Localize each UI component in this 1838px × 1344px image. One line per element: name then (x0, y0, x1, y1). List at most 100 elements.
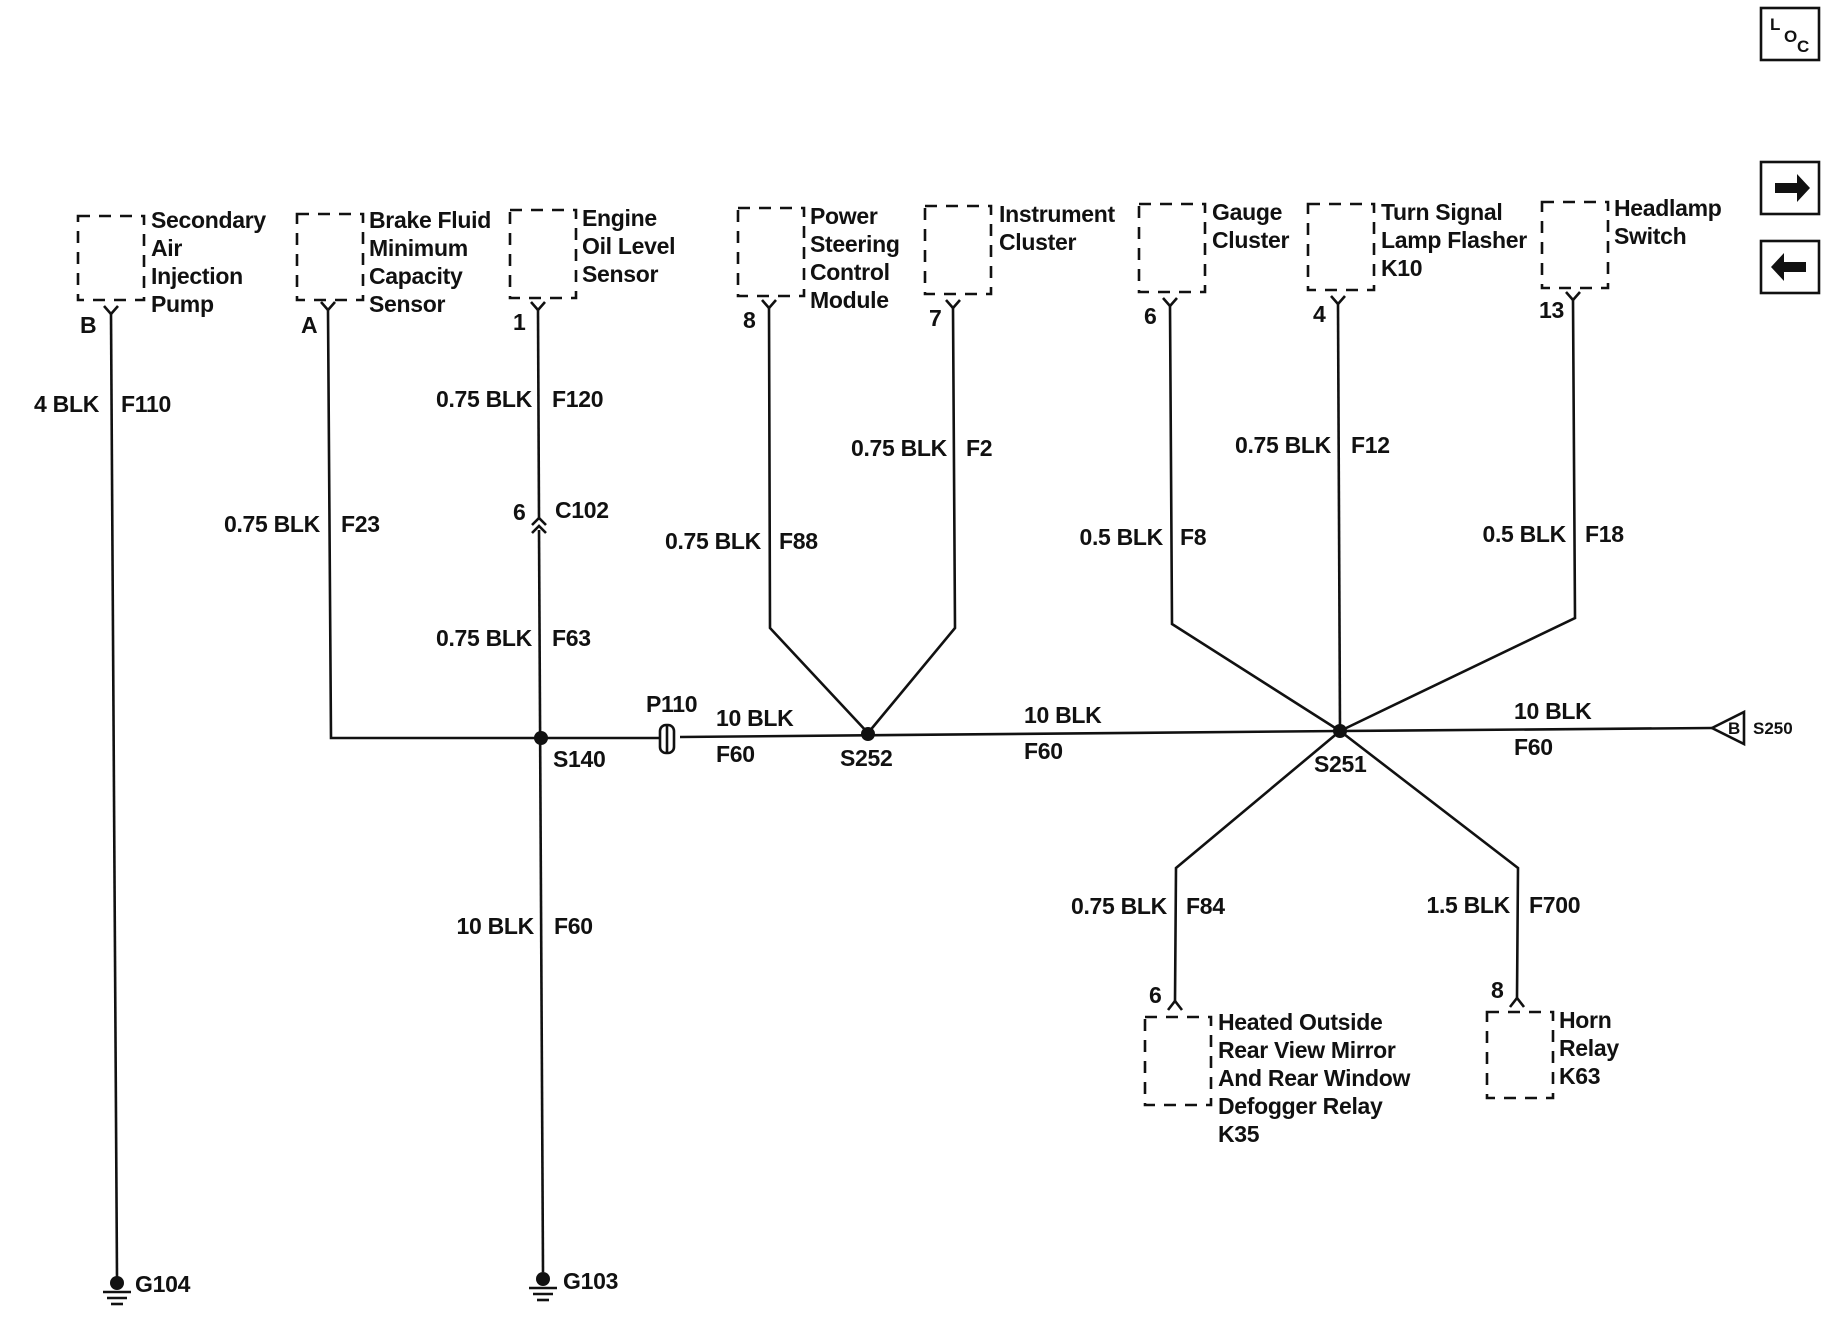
wire-circuit: F12 (1351, 432, 1390, 458)
c102-name: C102 (555, 497, 609, 523)
svg-text:K63: K63 (1559, 1063, 1600, 1089)
pin-label: 13 (1539, 297, 1564, 323)
svg-text:Secondary: Secondary (151, 207, 266, 233)
wire-circuit: F8 (1180, 524, 1207, 550)
svg-text:Horn: Horn (1559, 1007, 1611, 1033)
svg-text:Defogger Relay: Defogger Relay (1218, 1093, 1383, 1119)
wire-circuit: F23 (341, 511, 380, 537)
wire-gauge: 10 BLK (716, 705, 794, 731)
svg-text:S140: S140 (553, 746, 606, 772)
splice-s251: S251 (1314, 724, 1367, 777)
component-horn-relay: Horn Relay K63 8 (1485, 977, 1620, 1100)
svg-text:Sensor: Sensor (369, 291, 446, 317)
s250-name: S250 (1753, 719, 1793, 738)
svg-text:Rear View Mirror: Rear View Mirror (1218, 1037, 1396, 1063)
pin-label: 8 (1491, 977, 1504, 1003)
s250-letter: B (1728, 719, 1740, 738)
component-instrument-cluster: Instrument Cluster 7 (923, 201, 1116, 331)
wire-gauge: 10 BLK (1514, 698, 1592, 724)
wire-gauge: 0.5 BLK (1079, 524, 1163, 550)
component-gauge-cluster: Gauge Cluster 6 (1137, 199, 1290, 329)
wire-gauge: 0.75 BLK (436, 386, 533, 412)
wire-circuit: F110 (121, 391, 171, 417)
c102-pin: 6 (513, 499, 526, 525)
wire-gauge: 0.75 BLK (851, 435, 948, 461)
component-engine-oil-sensor: Engine Oil Level Sensor 1 (508, 205, 675, 335)
wires (109, 299, 1713, 1279)
previous-page-button[interactable] (1759, 239, 1821, 295)
wire-circuit: F18 (1585, 521, 1624, 547)
next-page-button[interactable] (1759, 160, 1821, 216)
wire-gauge: 0.75 BLK (1071, 893, 1168, 919)
component-secondary-air-pump: Secondary Air Injection Pump B (76, 207, 267, 338)
svg-text:Minimum: Minimum (369, 235, 468, 261)
wire-gauge: 0.75 BLK (1235, 432, 1332, 458)
wire-gauge: 10 BLK (1024, 702, 1102, 728)
svg-text:Sensor: Sensor (582, 261, 659, 287)
wire-gauge: 1.5 BLK (1426, 892, 1510, 918)
pin-label: 8 (743, 307, 756, 333)
wire-circuit: F60 (716, 741, 755, 767)
svg-text:Gauge: Gauge (1212, 199, 1282, 225)
connector-c102: 6 C102 (513, 497, 609, 525)
connector-p110: P110 (646, 691, 698, 755)
svg-text:Pump: Pump (151, 291, 214, 317)
svg-text:Module: Module (810, 287, 889, 313)
svg-text:Switch: Switch (1614, 223, 1686, 249)
wire-circuit: F84 (1186, 893, 1225, 919)
svg-text:Cluster: Cluster (999, 229, 1076, 255)
pin-label: 6 (1149, 982, 1162, 1008)
svg-text:Instrument: Instrument (999, 201, 1115, 227)
wire-gauge: 4 BLK (34, 391, 100, 417)
arrow-right-icon (1775, 174, 1810, 202)
splice-s252: S252 (840, 727, 893, 771)
svg-text:K10: K10 (1381, 255, 1422, 281)
wire-circuit: F60 (554, 913, 593, 939)
splice-s140: S140 (534, 731, 606, 772)
wire-gauge: 0.5 BLK (1482, 521, 1566, 547)
wire-circuit: F63 (552, 625, 591, 651)
svg-text:Lamp Flasher: Lamp Flasher (1381, 227, 1527, 253)
wire-circuit: F60 (1024, 738, 1063, 764)
svg-text:Air: Air (151, 235, 182, 261)
svg-text:Cluster: Cluster (1212, 227, 1289, 253)
svg-text:Brake Fluid: Brake Fluid (369, 207, 491, 233)
pin-label: 1 (513, 309, 526, 335)
loc-label-L: L (1770, 15, 1780, 34)
loc-label-O: O (1784, 27, 1797, 46)
wire-circuit: F88 (779, 528, 818, 554)
svg-text:K35: K35 (1218, 1121, 1260, 1147)
component-headlamp-switch: Headlamp Switch 13 (1539, 195, 1722, 323)
svg-text:Headlamp: Headlamp (1614, 195, 1722, 221)
pin-label: 6 (1144, 303, 1157, 329)
loc-label-C: C (1797, 37, 1809, 56)
component-power-steering-module: Power Steering Control Module 8 (736, 203, 900, 333)
pin-label: B (80, 312, 96, 338)
svg-text:G104: G104 (135, 1271, 191, 1297)
component-brake-fluid-sensor: Brake Fluid Minimum Capacity Sensor A (295, 207, 491, 338)
svg-text:Engine: Engine (582, 205, 657, 231)
wire-circuit: F700 (1529, 892, 1580, 918)
svg-text:Oil Level: Oil Level (582, 233, 675, 259)
svg-text:S251: S251 (1314, 751, 1367, 777)
wire-gauge: 10 BLK (457, 913, 535, 939)
svg-text:Injection: Injection (151, 263, 243, 289)
component-heated-mirror-relay: Heated Outside Rear View Mirror And Rear… (1143, 982, 1411, 1147)
offpage-s250[interactable]: B S250 (1709, 709, 1793, 747)
svg-text:S252: S252 (840, 745, 893, 771)
arrow-left-icon (1771, 253, 1806, 281)
svg-text:G103: G103 (563, 1268, 618, 1294)
loc-button[interactable]: L O C (1759, 6, 1821, 62)
ground-g103: G103 (529, 1268, 618, 1302)
pin-label: 7 (929, 305, 942, 331)
svg-text:P110: P110 (646, 691, 697, 717)
wire-gauge: 0.75 BLK (224, 511, 321, 537)
wire-gauge: 0.75 BLK (436, 625, 533, 651)
svg-text:Relay: Relay (1559, 1035, 1619, 1061)
pin-label: 4 (1313, 301, 1326, 327)
svg-text:Turn Signal: Turn Signal (1381, 199, 1503, 225)
svg-text:Heated Outside: Heated Outside (1218, 1009, 1383, 1035)
wire-circuit: F60 (1514, 734, 1553, 760)
wire-labels: 4 BLK F110 0.75 BLK F23 0.75 BLK F120 0.… (34, 386, 1624, 939)
